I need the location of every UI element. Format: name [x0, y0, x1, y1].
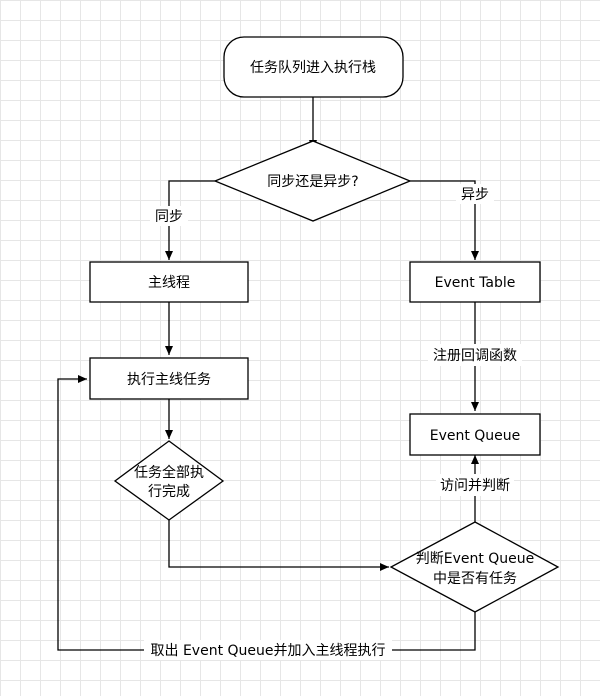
edge-label-register-callback: 注册回调函数	[433, 348, 517, 364]
edge-check-to-exec-loop	[57, 375, 476, 651]
edge-label-visit-and-check: 访问并判断	[440, 478, 510, 494]
edge-all-done-to-check	[168, 520, 389, 571]
node-start: 任务队列进入执行栈	[223, 36, 404, 98]
node-event-queue-label: Event Queue	[430, 428, 521, 444]
node-decision-sync: 同步还是异步?	[213, 140, 412, 222]
node-event-table-label: Event Table	[435, 275, 516, 291]
edge-decision-to-event-table	[410, 180, 479, 260]
node-exec-main-task-label: 执行主线任务	[127, 372, 211, 388]
node-event-queue: Event Queue	[409, 413, 541, 456]
node-event-table: Event Table	[409, 261, 541, 303]
node-all-done: 任务全部执 行完成	[113, 440, 225, 521]
node-decision-sync-label: 同步还是异步?	[267, 174, 358, 190]
node-check-queue-label-line2: 中是否有任务	[433, 571, 517, 587]
node-all-done-label-line1: 任务全部执	[134, 464, 204, 481]
node-main-thread-label: 主线程	[148, 275, 190, 291]
edge-label-sync: 同步	[155, 209, 183, 225]
node-check-queue: 判断Event Queue 中是否有任务	[389, 521, 560, 613]
edge-label-async: 异步	[461, 187, 489, 203]
node-all-done-label-line2: 行完成	[148, 484, 190, 500]
edge-decision-to-main-thread	[165, 180, 215, 260]
node-exec-main-task: 执行主线任务	[89, 357, 249, 400]
edge-labels: 同步 异步 注册回调函数 访问并判断 取出 Event Queue并加入主线程执…	[144, 184, 522, 660]
node-check-queue-label-line1: 判断Event Queue	[416, 551, 535, 567]
node-start-label: 任务队列进入执行栈	[250, 60, 376, 76]
edge-label-take-out: 取出 Event Queue并加入主线程执行	[151, 643, 386, 659]
node-main-thread: 主线程	[89, 261, 249, 303]
